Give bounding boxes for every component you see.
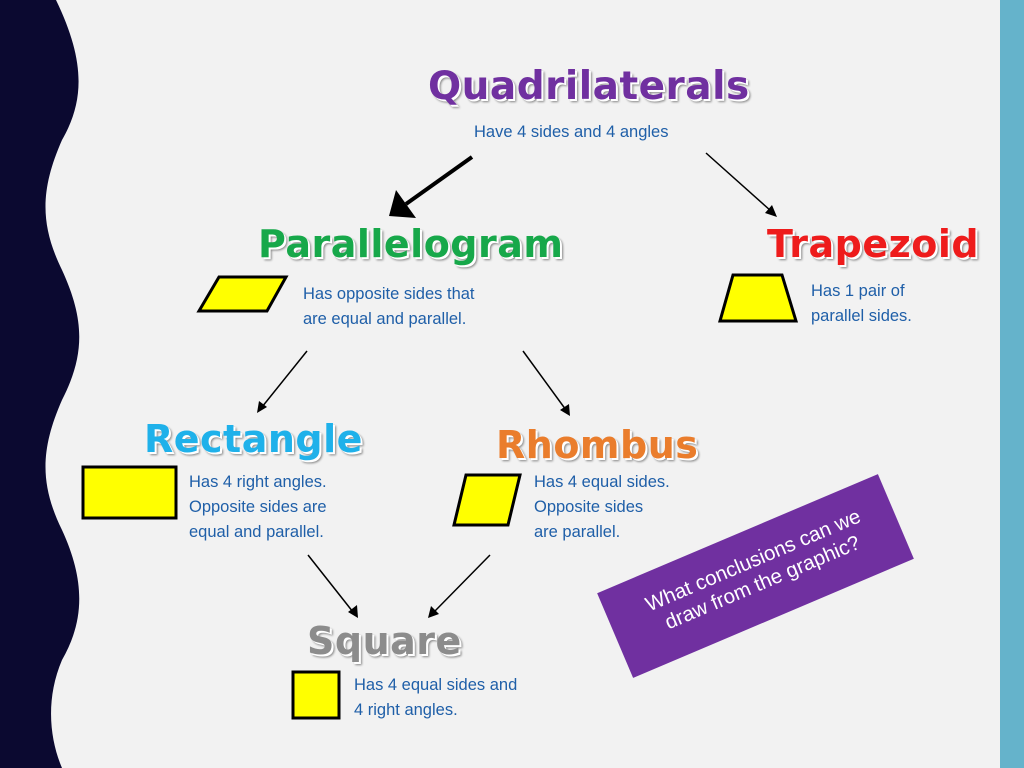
square-title: Square [307,619,462,663]
parallelogram-shape [196,275,289,313]
arrow-parallelogram-to-rectangle [257,350,308,413]
description-line: parallel sides. [811,307,912,325]
description-line: equal and parallel. [189,523,324,541]
rhombus-shape [452,473,522,527]
parallelogram-title: Parallelogram [258,222,564,266]
description-line: Has 4 equal sides. [534,473,670,491]
quadrilaterals-description: Have 4 sides and 4 angles [474,120,668,145]
description-line: Opposite sides [534,498,644,516]
description-line: are parallel. [534,523,621,541]
arrow-quadrilaterals-to-parallelogram [389,155,474,218]
description-line: Has 4 equal sides and [354,676,518,694]
arrow-rhombus-to-square [428,554,491,618]
arrow-parallelogram-to-rhombus [522,350,570,416]
description-line: Opposite sides are [189,498,327,516]
left-wavy-band [0,0,80,768]
trapezoid-shape [718,273,799,323]
description-line: Has 1 pair of [811,282,905,300]
quadrilaterals-title: Quadrilaterals [428,64,750,109]
arrow-rectangle-to-square [307,554,358,618]
parallelogram-description: Has opposite sides that are equal and pa… [303,282,475,332]
rhombus-description: Has 4 equal sides. Opposite sides are pa… [534,470,670,545]
rectangle-description: Has 4 right angles. Opposite sides are e… [189,470,327,545]
description-line: Has 4 right angles. [189,473,327,491]
square-description: Has 4 equal sides and 4 right angles. [354,673,517,723]
description-line: Has opposite sides that [303,285,475,303]
trapezoid-description: Has 1 pair of parallel sides. [811,279,912,329]
arrow-quadrilaterals-to-trapezoid [705,152,777,217]
trapezoid-title: Trapezoid [767,222,980,266]
rectangle-title: Rectangle [144,417,363,461]
rectangle-shape [81,465,178,520]
square-shape [291,670,341,720]
rhombus-title: Rhombus [496,423,699,467]
description-line: are equal and parallel. [303,310,467,328]
description-line: Have 4 sides and 4 angles [474,123,669,141]
description-line: 4 right angles. [354,701,458,719]
right-accent-band [1000,0,1024,768]
